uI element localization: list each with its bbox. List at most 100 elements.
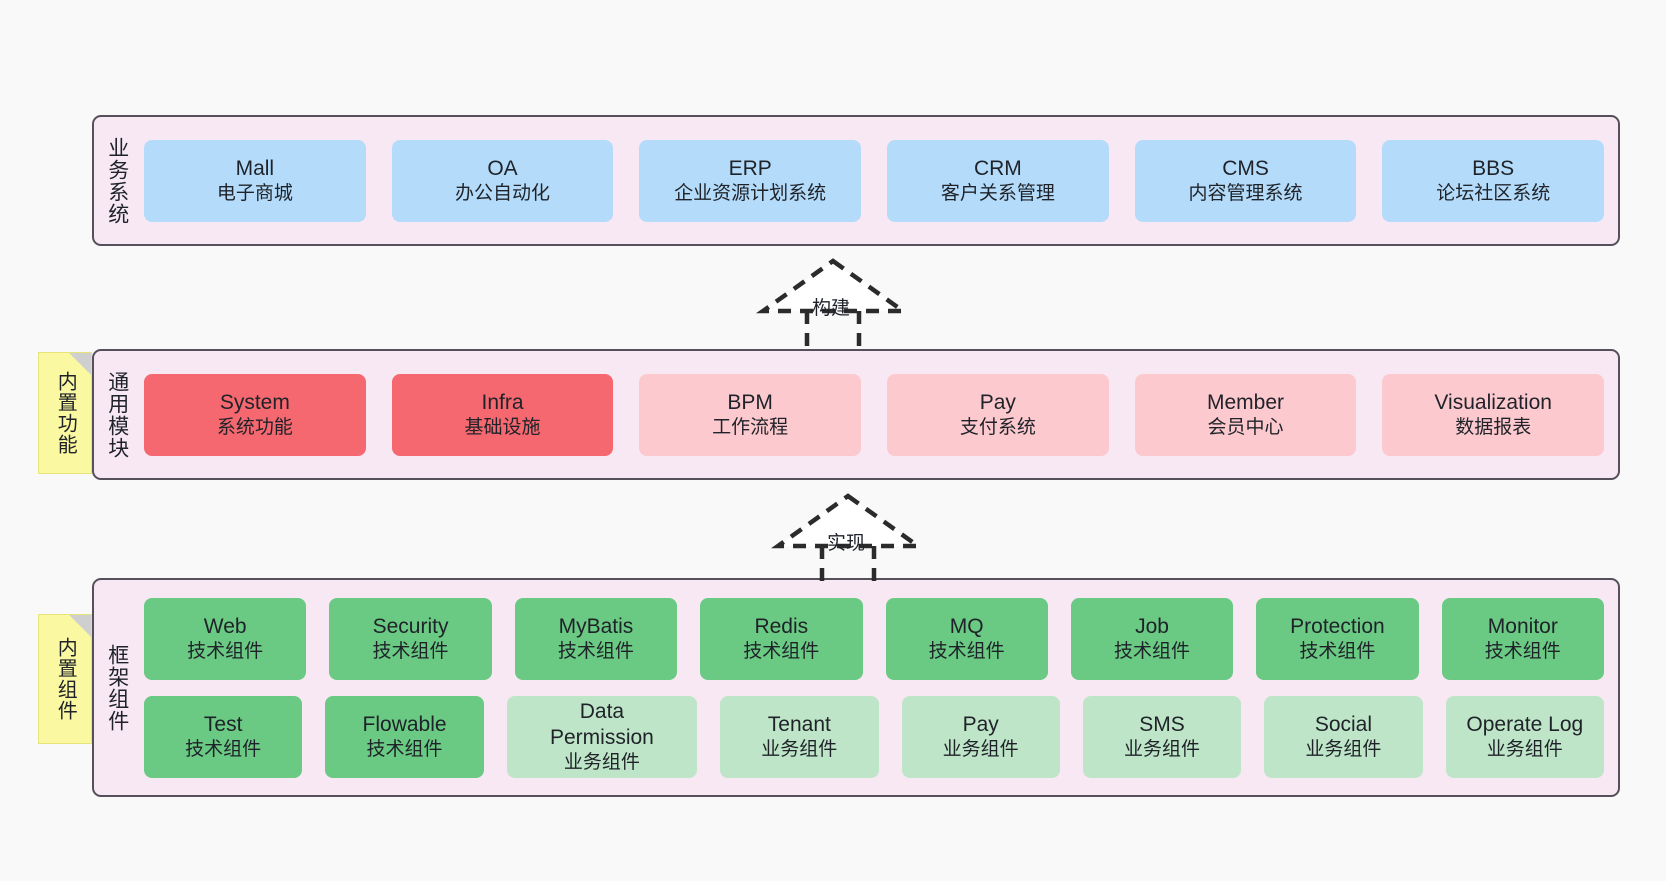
module-name: Infra [481, 391, 524, 415]
connector-build-arrow [755, 258, 911, 355]
module-subtitle: 企业资源计划系统 [674, 182, 827, 204]
module-name: ERP [728, 157, 772, 181]
component-name: Tenant [767, 713, 831, 737]
component-name: MQ [949, 615, 984, 639]
module-subtitle: 基础设施 [464, 416, 541, 438]
box-row: System 系统功能 Infra 基础设施 BPM 工作流程 Pay 支付系统… [144, 373, 1605, 456]
module-name: OA [487, 157, 518, 181]
module-box-bpm[interactable]: BPM 工作流程 [639, 373, 862, 456]
module-name: CMS [1222, 157, 1269, 181]
component-name: Redis [754, 615, 809, 639]
component-name: Social [1314, 713, 1373, 737]
component-box-job[interactable]: Job 技术组件 [1070, 597, 1234, 680]
module-box-infra[interactable]: Infra 基础设施 [391, 373, 614, 456]
layer-common-modules: 通用模块 System 系统功能 Infra 基础设施 BPM 工作流程 Pay… [92, 349, 1620, 480]
component-subtitle: 技术组件 [372, 640, 449, 662]
component-subtitle: 技术组件 [366, 738, 443, 760]
component-name: Web [203, 615, 247, 639]
module-box-pay[interactable]: Pay 支付系统 [887, 373, 1109, 456]
module-subtitle: 工作流程 [712, 416, 789, 438]
component-name: Protection [1290, 615, 1385, 639]
layer-body-common-modules: System 系统功能 Infra 基础设施 BPM 工作流程 Pay 支付系统… [140, 351, 1618, 478]
component-subtitle: 业务组件 [1305, 738, 1382, 760]
connector-build: 构建 [755, 255, 915, 355]
module-box-oa[interactable]: OA 办公自动化 [391, 139, 614, 222]
component-subtitle: 业务组件 [942, 738, 1019, 760]
connector-implement: 实现 [770, 490, 930, 585]
layer-title-business-systems: 业务系统 [105, 136, 129, 225]
module-box-erp[interactable]: ERP 企业资源计划系统 [639, 139, 862, 222]
component-name: Monitor [1487, 615, 1558, 639]
box-row: Web 技术组件 Security 技术组件 MyBatis 技术组件 Redi… [144, 597, 1604, 680]
connector-implement-arrow [770, 493, 926, 585]
module-subtitle: 办公自动化 [455, 182, 551, 204]
module-name: Member [1207, 391, 1285, 415]
module-name: BPM [727, 391, 773, 415]
module-subtitle: 会员中心 [1207, 416, 1284, 438]
module-box-visualization[interactable]: Visualization 数据报表 [1382, 373, 1605, 456]
sticky-note-text: 内置组件 [54, 637, 77, 721]
layer-framework-components: 框架组件 Web 技术组件 Security 技术组件 MyBatis 技术组件… [92, 578, 1620, 797]
module-name: Pay [979, 391, 1016, 415]
component-box-flowable[interactable]: Flowable 技术组件 [325, 695, 484, 778]
component-box-monitor[interactable]: Monitor 技术组件 [1441, 597, 1604, 680]
sticky-note-text: 内置功能 [54, 371, 77, 455]
module-subtitle: 内容管理系统 [1188, 182, 1303, 204]
layer-business-systems: 业务系统 Mall 电子商城 OA 办公自动化 ERP 企业资源计划系统 CRM… [92, 115, 1620, 246]
layer-title-common-modules: 通用模块 [105, 370, 129, 459]
component-name: Flowable [362, 713, 447, 737]
component-name: Pay [962, 713, 999, 737]
component-name: Job [1135, 615, 1169, 639]
component-box-pay[interactable]: Pay 业务组件 [901, 695, 1060, 778]
module-subtitle: 系统功能 [216, 416, 293, 438]
module-name: System [219, 391, 290, 415]
module-box-member[interactable]: Member 会员中心 [1134, 373, 1357, 456]
layer-body-business-systems: Mall 电子商城 OA 办公自动化 ERP 企业资源计划系统 CRM 客户关系… [140, 117, 1618, 244]
component-box-mq[interactable]: MQ 技术组件 [885, 597, 1048, 680]
component-subtitle: 业务组件 [1486, 738, 1563, 760]
component-subtitle: 技术组件 [1114, 640, 1191, 662]
module-name: Visualization [1434, 391, 1552, 415]
module-name: Mall [235, 157, 275, 181]
component-name: Data Permission [550, 700, 654, 749]
component-box-mybatis[interactable]: MyBatis 技术组件 [514, 597, 678, 680]
component-box-operate-log[interactable]: Operate Log 业务组件 [1445, 695, 1604, 778]
module-box-crm[interactable]: CRM 客户关系管理 [887, 139, 1109, 222]
component-subtitle: 技术组件 [1299, 640, 1376, 662]
module-subtitle: 支付系统 [959, 416, 1036, 438]
component-subtitle: 技术组件 [743, 640, 820, 662]
component-box-test[interactable]: Test 技术组件 [144, 695, 303, 778]
sticky-note-builtin-features: 内置功能 [38, 352, 92, 474]
connector-implement-label: 实现 [827, 533, 866, 554]
component-box-social[interactable]: Social 业务组件 [1264, 695, 1423, 778]
component-box-tenant[interactable]: Tenant 业务组件 [720, 695, 879, 778]
component-subtitle: 业务组件 [761, 738, 838, 760]
module-box-system[interactable]: System 系统功能 [144, 373, 366, 456]
module-subtitle: 论坛社区系统 [1436, 182, 1551, 204]
component-name: MyBatis [558, 615, 634, 639]
component-box-data-permission[interactable]: Data Permission 业务组件 [506, 695, 698, 778]
connector-build-label: 构建 [812, 298, 851, 319]
component-box-web[interactable]: Web 技术组件 [144, 597, 307, 680]
module-box-mall[interactable]: Mall 电子商城 [144, 139, 366, 222]
component-subtitle: 技术组件 [557, 640, 634, 662]
layer-title-framework-components: 框架组件 [105, 643, 129, 732]
component-subtitle: 技术组件 [928, 640, 1005, 662]
module-box-cms[interactable]: CMS 内容管理系统 [1134, 139, 1357, 222]
component-name: Security [372, 615, 449, 639]
module-subtitle: 客户关系管理 [940, 182, 1055, 204]
module-subtitle: 数据报表 [1455, 416, 1532, 438]
component-box-security[interactable]: Security 技术组件 [329, 597, 492, 680]
component-box-sms[interactable]: SMS 业务组件 [1082, 695, 1242, 778]
component-box-protection[interactable]: Protection 技术组件 [1256, 597, 1419, 680]
component-box-redis[interactable]: Redis 技术组件 [700, 597, 863, 680]
component-name: SMS [1139, 713, 1185, 737]
component-subtitle: 技术组件 [1484, 640, 1561, 662]
module-box-bbs[interactable]: BBS 论坛社区系统 [1382, 139, 1605, 222]
component-name: Operate Log [1466, 713, 1584, 737]
sticky-note-builtin-components: 内置组件 [38, 614, 92, 744]
module-name: CRM [973, 157, 1022, 181]
box-row: Test 技术组件 Flowable 技术组件 Data Permission … [144, 695, 1604, 778]
box-row: Mall 电子商城 OA 办公自动化 ERP 企业资源计划系统 CRM 客户关系… [144, 139, 1605, 222]
